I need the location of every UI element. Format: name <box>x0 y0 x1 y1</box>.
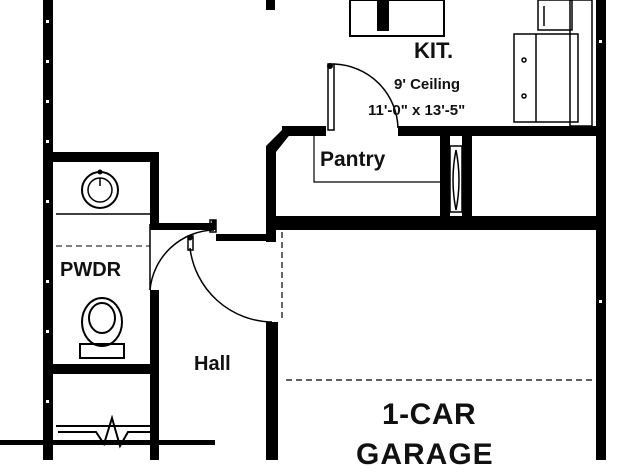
garage-label-line1: 1-CAR <box>382 398 477 431</box>
kitchen-label: KIT. <box>414 38 454 63</box>
wall-hatching <box>46 20 602 403</box>
pocket-door <box>449 145 463 213</box>
kitchen-ceiling-label: 9' Ceiling <box>394 76 461 93</box>
pantry-left-wall <box>266 146 276 242</box>
garage-top-wall <box>266 216 606 230</box>
garage-label-line2: GARAGE <box>356 438 494 471</box>
pwdr-bottom-wall <box>43 364 159 374</box>
pantry-right-wall-2 <box>462 136 472 228</box>
hall-label: Hall <box>194 353 231 375</box>
refrigerator-icon <box>537 0 573 31</box>
pwdr-right-wall-lower <box>150 290 159 460</box>
garage-left-wall <box>266 322 278 460</box>
pwdr-top-wall <box>43 152 159 162</box>
hall-top-wall <box>150 223 216 230</box>
pantry-top-wall <box>282 126 326 136</box>
left-exterior-wall <box>43 0 53 460</box>
walls <box>0 0 606 460</box>
stair-break-line <box>56 414 150 449</box>
hall-connector-wall <box>216 234 270 241</box>
pantry-corner-wall <box>266 126 292 152</box>
stove-icon <box>349 0 445 37</box>
sink-icon <box>56 169 150 215</box>
powder-room-label: PWDR <box>60 259 122 281</box>
cabinet-icon <box>513 0 593 127</box>
pantry-right-wall <box>440 136 450 228</box>
floor-plan-drawing <box>0 0 606 460</box>
garage-dashed-lines <box>281 232 596 381</box>
pwdr-right-wall-upper <box>150 152 159 224</box>
pwdr-door <box>149 219 217 291</box>
toilet-icon <box>79 297 125 359</box>
pantry-door <box>327 63 399 131</box>
stair-line <box>0 440 215 445</box>
kitchen-left-wall <box>266 0 275 10</box>
pantry-label: Pantry <box>320 148 386 171</box>
hall-door <box>187 235 273 323</box>
kitchen-dimensions-label: 11'-0" x 13'-5" <box>368 102 466 119</box>
kitchen-bottom-wall <box>398 126 606 136</box>
pantry-shelf <box>313 136 440 183</box>
